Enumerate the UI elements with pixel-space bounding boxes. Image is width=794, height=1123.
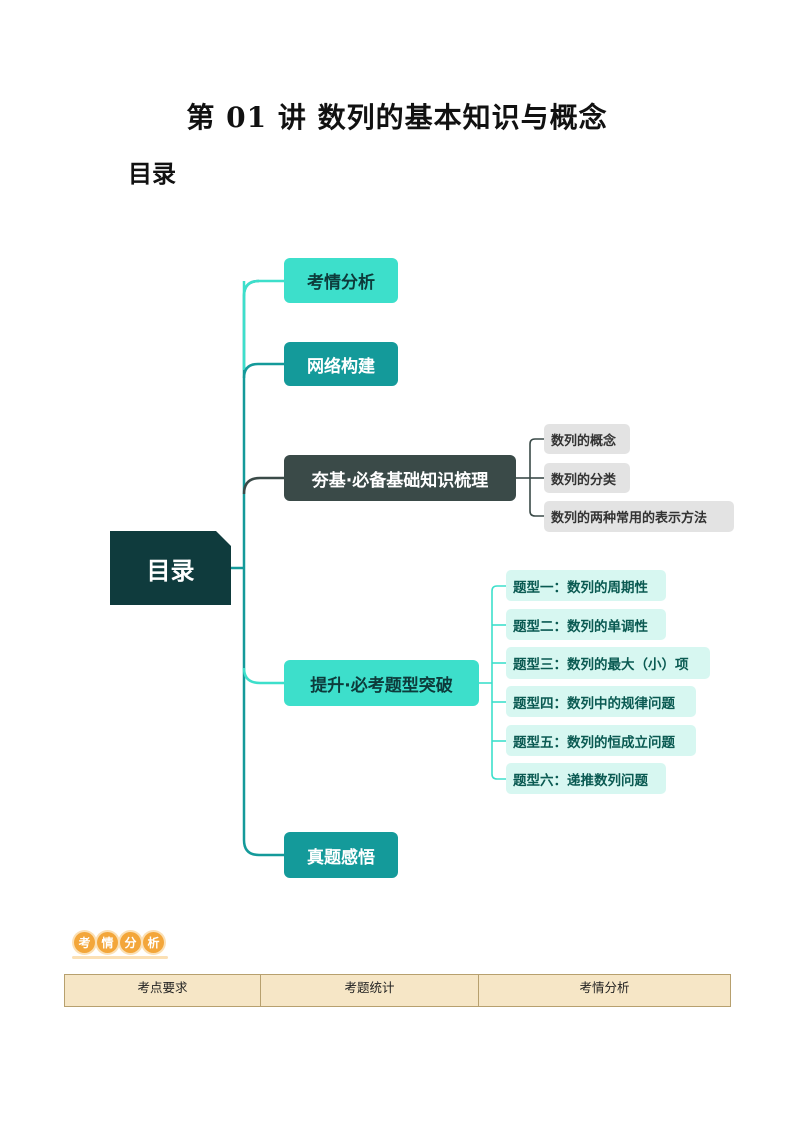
exam-analysis-table: 考点要求 考题统计 考情分析	[64, 974, 731, 1007]
mindmap-root: 目录	[110, 531, 231, 605]
toc-heading: 目录	[128, 160, 176, 188]
header-question-stats: 考题统计	[260, 974, 479, 1007]
document-title: 第 01 讲 数列的基本知识与概念	[186, 101, 608, 134]
subitem-sequence-representations[interactable]: 数列的两种常用的表示方法	[544, 501, 734, 532]
badge-char: 情	[97, 932, 118, 953]
type-item-monotonicity[interactable]: 题型二：数列的单调性	[506, 609, 666, 640]
node-network-build[interactable]: 网络构建	[284, 342, 398, 386]
type-item-pattern-problems[interactable]: 题型四：数列中的规律问题	[506, 686, 696, 717]
subitem-sequence-concept[interactable]: 数列的概念	[544, 424, 630, 454]
type-item-always-holds[interactable]: 题型五：数列的恒成立问题	[506, 725, 696, 756]
node-foundation-review[interactable]: 夯基·必备基础知识梳理	[284, 455, 516, 501]
badge-char: 析	[143, 932, 164, 953]
node-past-exams[interactable]: 真题感悟	[284, 832, 398, 878]
badge-char: 分	[120, 932, 141, 953]
type-item-max-min-term[interactable]: 题型三：数列的最大（小）项	[506, 647, 710, 679]
exam-analysis-badge: 考 情 分 析	[74, 932, 164, 953]
badge-char: 考	[74, 932, 95, 953]
table-header-row: 考点要求 考题统计 考情分析	[64, 974, 731, 1007]
subitem-sequence-classification[interactable]: 数列的分类	[544, 463, 630, 493]
badge-underline	[72, 956, 168, 959]
type-item-recursive-sequence[interactable]: 题型六：递推数列问题	[506, 763, 666, 794]
type-item-periodicity[interactable]: 题型一：数列的周期性	[506, 570, 666, 601]
header-exam-analysis: 考情分析	[478, 974, 731, 1007]
node-exam-analysis[interactable]: 考情分析	[284, 258, 398, 303]
header-exam-points: 考点要求	[64, 974, 261, 1007]
node-question-types[interactable]: 提升·必考题型突破	[284, 660, 479, 706]
page-fold-corner	[216, 531, 231, 546]
